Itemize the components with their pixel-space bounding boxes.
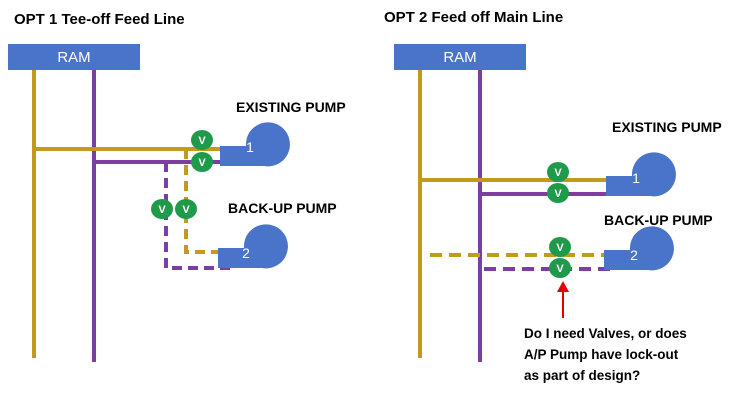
- opt1-pump-2-number: 2: [242, 245, 250, 261]
- valve-icon: [151, 199, 173, 219]
- valve-label: V: [554, 167, 562, 179]
- opt2-panel: OPT 2 Feed off Main Line RAM 1 2 V V: [384, 9, 722, 383]
- opt2-question-line-2: A/P Pump have lock-out: [524, 347, 679, 362]
- opt2-backup-pump-label: BACK-UP PUMP: [604, 212, 713, 228]
- opt1-pump-1: 1: [220, 122, 290, 167]
- opt1-backup-pump-label: BACK-UP PUMP: [228, 200, 337, 216]
- opt2-pump-1: 1: [606, 152, 676, 197]
- opt1-feed-tee-dashed: [184, 149, 232, 254]
- opt2-title: OPT 2 Feed off Main Line: [384, 9, 563, 26]
- opt2-existing-pump-label: EXISTING PUMP: [612, 119, 722, 135]
- valve-label: V: [182, 204, 190, 216]
- opt2-pump-2-number: 2: [630, 247, 638, 263]
- opt2-question-line-1: Do I need Valves, or does: [524, 326, 687, 341]
- opt1-pump-1-body: [220, 122, 290, 167]
- valve-icon: [549, 258, 571, 278]
- opt2-pump-2: 2: [604, 226, 674, 271]
- opt1-valve-existing-main: V: [191, 152, 213, 172]
- red-arrow-head: [557, 281, 569, 292]
- opt1-valve-backup-feed: V: [175, 199, 197, 219]
- opt1-valve-backup-main: V: [151, 199, 173, 219]
- opt1-pump-1-number: 1: [246, 139, 254, 155]
- opt2-pump-1-body: [606, 152, 676, 197]
- opt1-main-tee-dashed: [164, 162, 232, 270]
- opt2-ram-box: [394, 44, 526, 70]
- valve-icon: [191, 130, 213, 150]
- valve-icon: [191, 152, 213, 172]
- opt1-ram-label: RAM: [57, 49, 90, 66]
- valve-icon: [175, 199, 197, 219]
- valve-icon: [547, 183, 569, 203]
- opt1-pump-2: 2: [218, 224, 288, 269]
- opt2-valve-backup-feed: V: [549, 237, 571, 257]
- opt1-ram-box: [8, 44, 140, 70]
- opt2-pump-1-number: 1: [632, 170, 640, 186]
- opt1-panel: OPT 1 Tee-off Feed Line RAM 1 2 V V: [8, 11, 346, 362]
- opt1-pump-2-body: [218, 224, 288, 269]
- opt2-valve-existing-main: V: [547, 183, 569, 203]
- opt1-existing-pump-label: EXISTING PUMP: [236, 99, 346, 115]
- valve-icon: [549, 237, 571, 257]
- valve-label: V: [198, 135, 206, 147]
- opt2-valve-existing-feed: V: [547, 162, 569, 182]
- valve-label: V: [556, 263, 564, 275]
- opt1-title: OPT 1 Tee-off Feed Line: [14, 11, 185, 28]
- opt2-ram-label: RAM: [443, 49, 476, 66]
- opt2-question-line-3: as part of design?: [524, 368, 640, 383]
- opt1-valve-existing-feed: V: [191, 130, 213, 150]
- opt2-pump-2-body: [604, 226, 674, 271]
- valve-label: V: [198, 157, 206, 169]
- valve-label: V: [554, 188, 562, 200]
- valve-label: V: [556, 242, 564, 254]
- valve-icon: [547, 162, 569, 182]
- opt2-red-arrow: [557, 281, 569, 318]
- valve-label: V: [158, 204, 166, 216]
- opt2-valve-backup-main: V: [549, 258, 571, 278]
